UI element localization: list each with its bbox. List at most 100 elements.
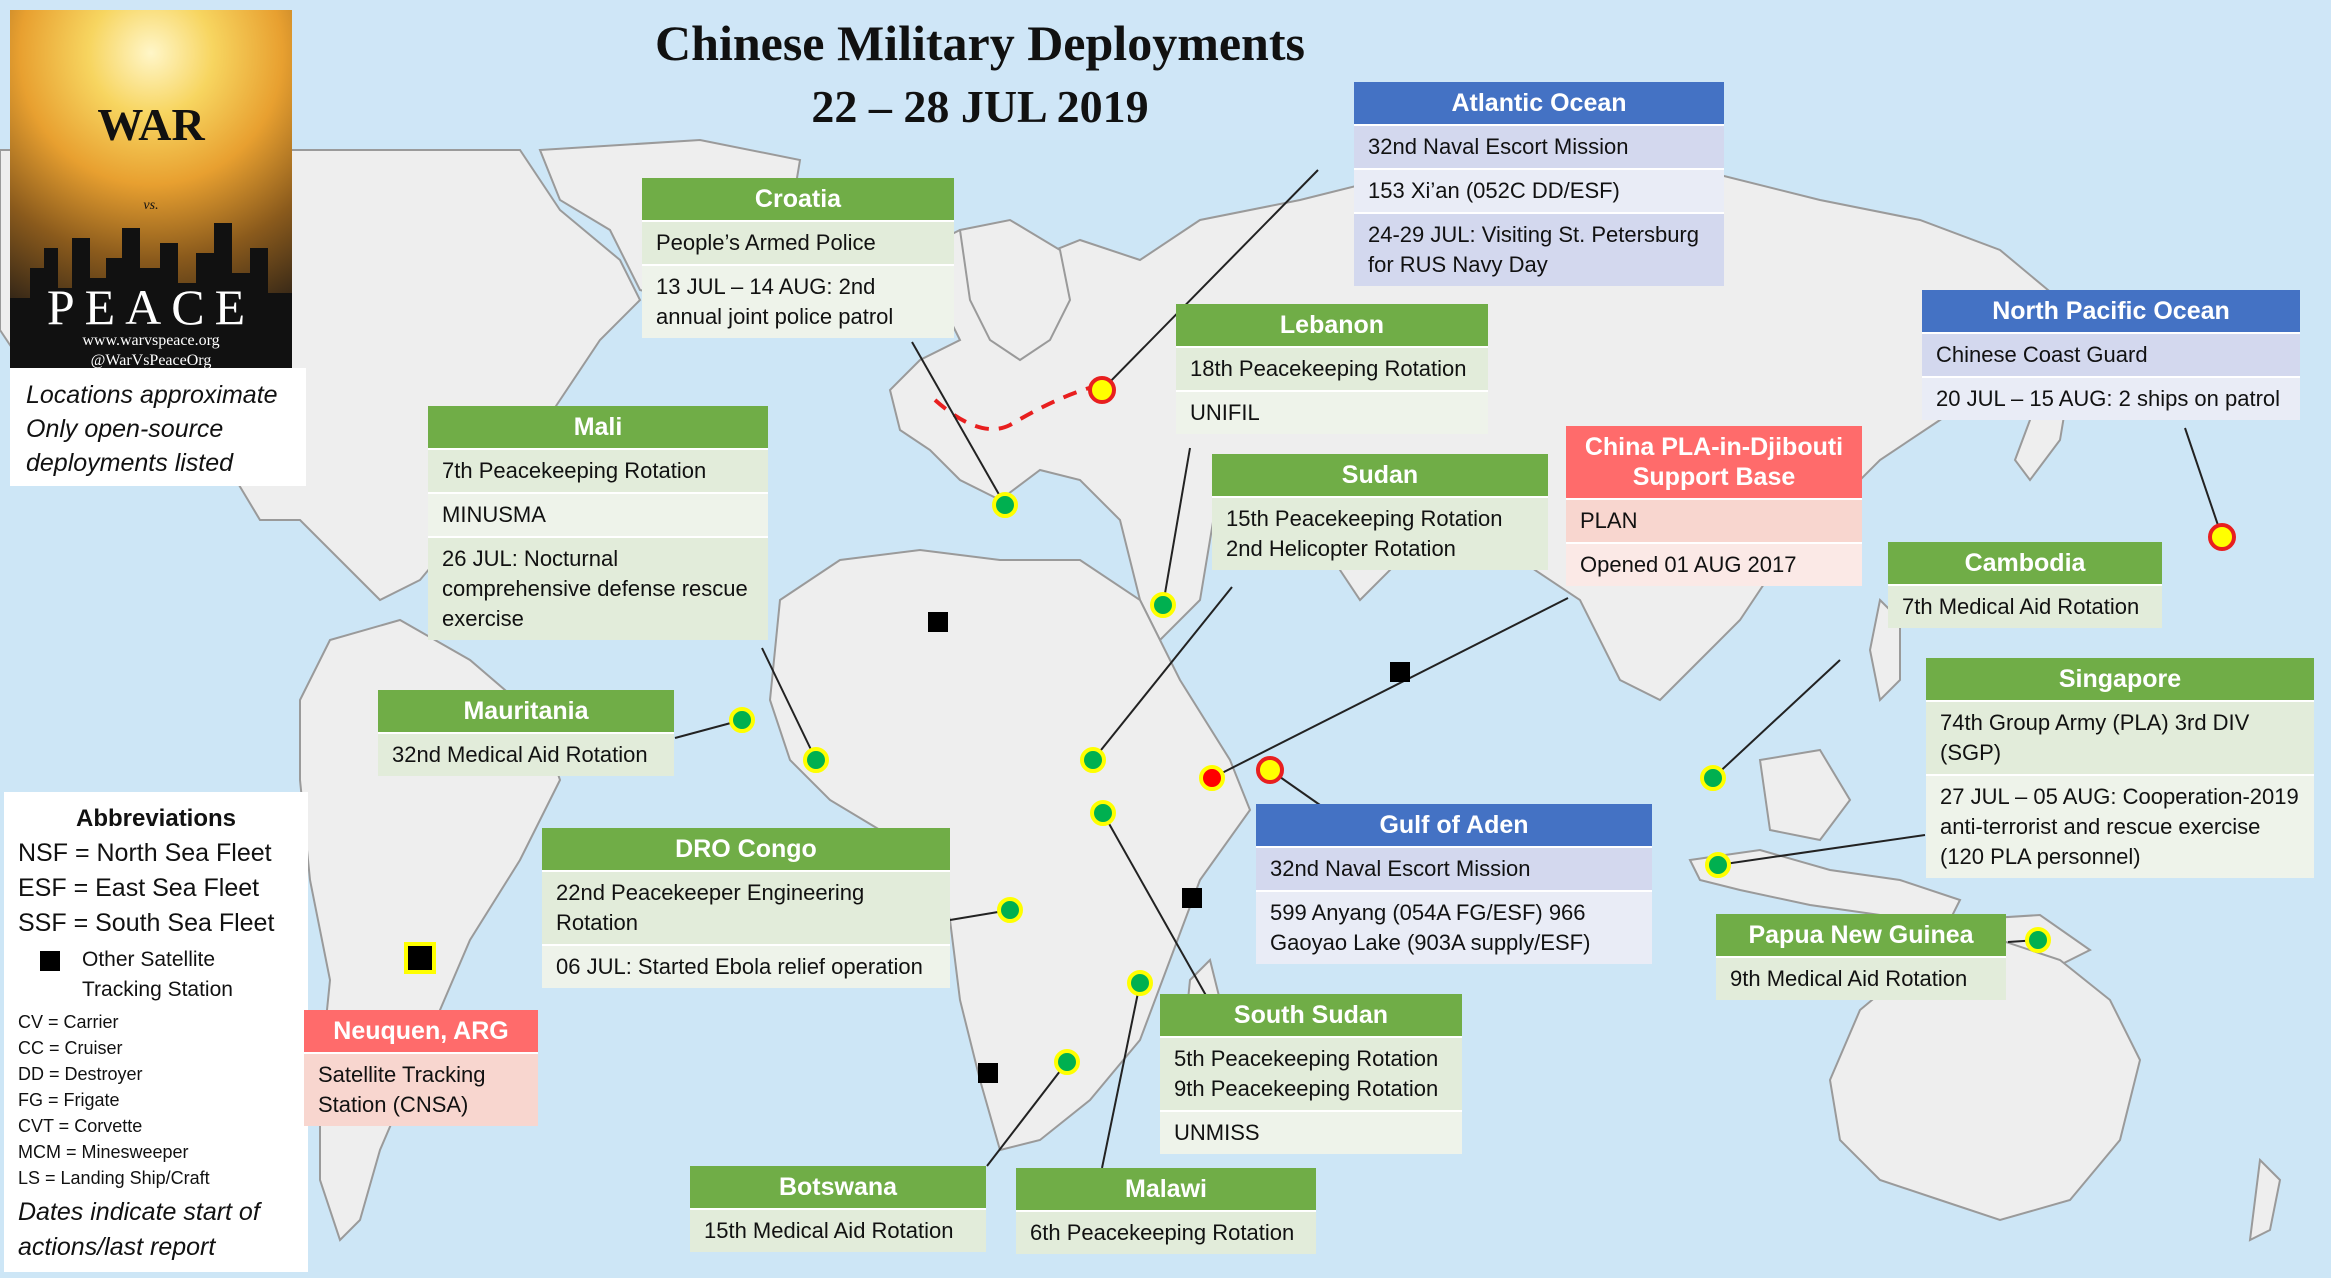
leader-botswana	[986, 1061, 1068, 1167]
card-title: Lebanon	[1176, 304, 1488, 346]
card-row: People’s Armed Police	[642, 220, 954, 264]
card-row: 74th Group Army (PLA) 3rd DIV (SGP)	[1926, 700, 2314, 774]
abbrev-fleet: SSF = South Sea Fleet	[18, 909, 275, 937]
abbrev-ship: CVT = Corvette	[18, 1116, 143, 1136]
abbreviations-box: Abbreviations NSF = North Sea Fleet ESF …	[4, 792, 308, 1272]
card-row: 153 Xi’an (052C DD/ESF)	[1354, 168, 1724, 212]
satellite-station-marker	[978, 1063, 998, 1083]
marker-sudan	[1080, 747, 1106, 773]
note-line: deployments listed	[26, 449, 234, 477]
card-title: Cambodia	[1888, 542, 2162, 584]
leader-atlantic	[1101, 169, 1319, 391]
card-cambodia: Cambodia 7th Medical Aid Rotation	[1888, 542, 2162, 628]
card-row: 9th Medical Aid Rotation	[1716, 956, 2006, 1000]
card-row: 15th Peacekeeping Rotation 2nd Helicopte…	[1212, 496, 1548, 570]
card-row: 26 JUL: Nocturnal comprehensive defense …	[428, 536, 768, 640]
card-row: Opened 01 AUG 2017	[1566, 542, 1862, 586]
card-row: 06 JUL: Started Ebola relief operation	[542, 944, 950, 988]
notes-box: Locations approximate Only open-source d…	[10, 368, 306, 486]
satellite-station-marker	[1182, 888, 1202, 908]
card-gulf-of-aden: Gulf of Aden 32nd Naval Escort Mission 5…	[1256, 804, 1652, 964]
borneo-landmass	[1758, 748, 1852, 842]
card-row: 32nd Medical Aid Rotation	[378, 732, 674, 776]
card-title: Mauritania	[378, 690, 674, 732]
africa-landmass	[768, 548, 1252, 1152]
abbrev-footer: Dates indicate start of actions/last rep…	[18, 1198, 260, 1261]
card-title: China PLA-in-Djibouti Support Base	[1566, 426, 1862, 498]
logo-peace-text: PEACE	[46, 279, 256, 335]
abbrev-ship: CC = Cruiser	[18, 1038, 123, 1058]
card-north-pacific-ocean: North Pacific Ocean Chinese Coast Guard …	[1922, 290, 2300, 420]
card-title: Atlantic Ocean	[1354, 82, 1724, 124]
card-title: Singapore	[1926, 658, 2314, 700]
marker-gulf-of-aden	[1256, 756, 1284, 784]
australia-landmass	[1828, 938, 2142, 1222]
abbrev-ship: DD = Destroyer	[18, 1064, 143, 1084]
card-title: Papua New Guinea	[1716, 914, 2006, 956]
marker-djibouti-base	[1199, 765, 1225, 791]
card-row: 32nd Naval Escort Mission	[1256, 846, 1652, 890]
leader-djibouti	[1211, 597, 1569, 779]
card-row: 20 JUL – 15 AUG: 2 ships on patrol	[1922, 376, 2300, 420]
card-south-sudan: South Sudan 5th Peacekeeping Rotation 9t…	[1160, 994, 1462, 1154]
leader-croatia	[911, 341, 1006, 506]
note-line: Only open-source	[26, 415, 224, 443]
card-sudan: Sudan 15th Peacekeeping Rotation 2nd Hel…	[1212, 454, 1548, 570]
logo-handle[interactable]: @WarVsPeaceOrg	[90, 352, 212, 368]
card-lebanon: Lebanon 18th Peacekeeping Rotation UNIFI…	[1176, 304, 1488, 434]
card-row: Satellite Tracking Station (CNSA)	[304, 1052, 538, 1126]
card-atlantic-ocean: Atlantic Ocean 32nd Naval Escort Mission…	[1354, 82, 1724, 286]
logo-war-text: WAR	[97, 99, 205, 150]
marker-croatia	[992, 492, 1018, 518]
satellite-station-marker	[928, 612, 948, 632]
card-row: 5th Peacekeeping Rotation 9th Peacekeepi…	[1160, 1036, 1462, 1110]
card-row: 7th Peacekeeping Rotation	[428, 448, 768, 492]
marker-congo	[997, 897, 1023, 923]
satellite-legend-label: Other Satellite Tracking Station	[82, 948, 233, 1001]
abbrev-fleet: NSF = North Sea Fleet	[18, 839, 272, 867]
abbrev-ship: CV = Carrier	[18, 1012, 119, 1032]
logo-url[interactable]: www.warvspeace.org	[82, 332, 220, 349]
marker-malawi	[1127, 970, 1153, 996]
leader-lebanon	[1162, 447, 1191, 606]
card-row: UNMISS	[1160, 1110, 1462, 1154]
leader-cambodia	[1712, 659, 1841, 779]
logo-vs-text: vs.	[143, 198, 159, 213]
marker-mali	[803, 747, 829, 773]
card-title: Malawi	[1016, 1168, 1316, 1210]
card-botswana: Botswana 15th Medical Aid Rotation	[690, 1166, 986, 1252]
leader-npacific	[2184, 427, 2223, 538]
war-vs-peace-logo: WAR vs. PEACE www.warvspeace.org @WarVsP…	[10, 10, 292, 368]
abbrev-ship: MCM = Minesweeper	[18, 1142, 189, 1162]
abbrev-ship: LS = Landing Ship/Craft	[18, 1168, 210, 1188]
baltic-route-line	[933, 383, 1101, 432]
satellite-station-marker-neuquen	[404, 942, 436, 974]
card-neuquen-arg: Neuquen, ARG Satellite Tracking Station …	[304, 1010, 538, 1126]
card-title: Gulf of Aden	[1256, 804, 1652, 846]
deployment-markers	[729, 492, 2051, 1075]
card-malawi: Malawi 6th Peacekeeping Rotation	[1016, 1168, 1316, 1254]
leader-singapore	[1717, 834, 1926, 866]
abbrev-ship: FG = Frigate	[18, 1090, 120, 1110]
city-skyline-icon	[10, 223, 292, 368]
card-title: South Sudan	[1160, 994, 1462, 1036]
card-row: UNIFIL	[1176, 390, 1488, 434]
marker-ssudan	[1090, 800, 1116, 826]
marker-north-pacific	[2208, 523, 2236, 551]
card-title: Neuquen, ARG	[304, 1010, 538, 1052]
leader-malawi	[1101, 982, 1141, 1169]
card-row: 15th Medical Aid Rotation	[690, 1208, 986, 1252]
marker-png	[2025, 927, 2051, 953]
abbrev-fleet: ESF = East Sea Fleet	[18, 874, 260, 902]
card-title: North Pacific Ocean	[1922, 290, 2300, 332]
marker-botswana	[1054, 1049, 1080, 1075]
card-row: MINUSMA	[428, 492, 768, 536]
marker-cambodia	[1700, 765, 1726, 791]
satellite-station-icon	[40, 951, 60, 971]
leader-mali	[761, 647, 817, 761]
card-dro-congo: DRO Congo 22nd Peacekeeper Engineering R…	[542, 828, 950, 988]
note-line: Locations approximate	[26, 381, 278, 409]
card-row: 22nd Peacekeeper Engineering Rotation	[542, 870, 950, 944]
satellite-stations	[404, 612, 1410, 1083]
